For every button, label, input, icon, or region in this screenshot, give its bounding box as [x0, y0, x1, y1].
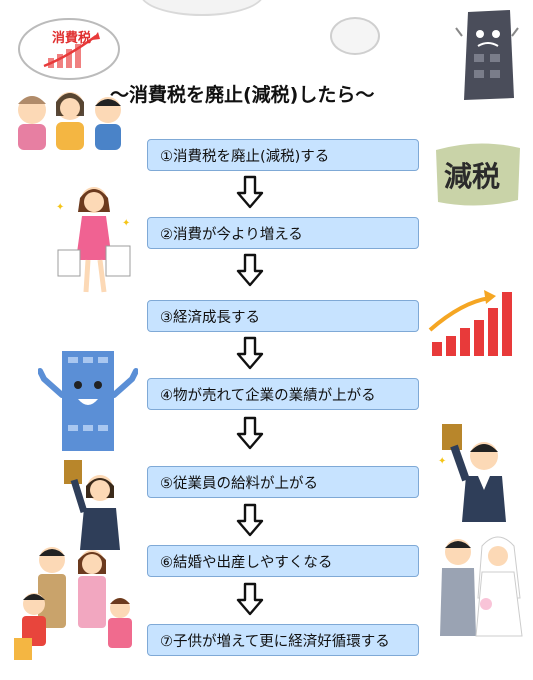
- happy-building-illustration: [38, 351, 138, 451]
- down-arrow-icon: [236, 503, 264, 537]
- tax-reduction-badge: 減税: [436, 143, 520, 206]
- down-arrow-icon: [236, 582, 264, 616]
- step-4-box: ④物が売れて企業の業績が上がる: [147, 378, 419, 410]
- svg-text:✦: ✦: [438, 456, 446, 467]
- decorative-oval: [140, 0, 264, 16]
- down-arrow-icon: [236, 416, 264, 450]
- svg-text:✦: ✦: [56, 202, 64, 213]
- tax-reduction-label: 減税: [444, 160, 500, 193]
- step-2-box: ②消費が今より増える: [147, 217, 419, 249]
- family-illustration: [14, 547, 132, 660]
- page-title: 〜消費税を廃止(減税)したら〜: [110, 84, 375, 106]
- crumbling-building-illustration: [455, 10, 519, 100]
- worried-people-illustration: [18, 92, 121, 150]
- step-3-box: ③経済成長する: [147, 300, 419, 332]
- down-arrow-icon: [236, 175, 264, 209]
- down-arrow-icon: [236, 336, 264, 370]
- down-arrow-icon: [236, 253, 264, 287]
- tax-bubble-illustration: 消費税: [18, 18, 120, 80]
- step-5-box: ⑤従業員の給料が上がる: [147, 466, 419, 498]
- shopping-woman-illustration: ✦ ✦: [56, 187, 131, 293]
- step-7-box: ⑦子供が増えて更に経済好循環する: [147, 624, 419, 656]
- growth-chart-illustration: [428, 290, 512, 356]
- decorative-egg: [330, 17, 380, 55]
- wedding-couple-illustration: [440, 536, 523, 637]
- tax-badge-label: 消費税: [52, 30, 91, 46]
- svg-text:✦: ✦: [122, 218, 130, 229]
- salarywoman-left-illustration: [64, 460, 120, 550]
- step-6-box: ⑥結婚や出産しやすくなる: [147, 545, 419, 577]
- step-1-box: ①消費税を廃止(減税)する: [147, 139, 419, 171]
- salaryman-right-illustration: ✦: [438, 424, 506, 522]
